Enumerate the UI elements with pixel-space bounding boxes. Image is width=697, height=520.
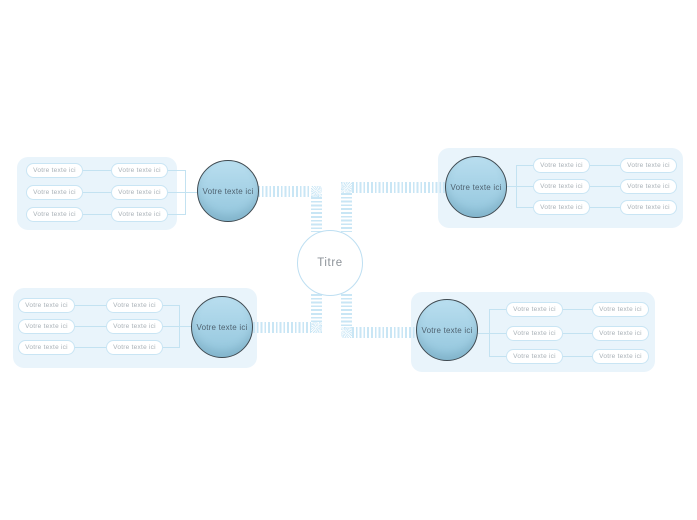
central-topic-node[interactable]: Titre xyxy=(297,230,363,296)
topic-pill[interactable]: Votre texte ici xyxy=(533,158,590,173)
topic-pill[interactable]: Votre texte ici xyxy=(620,179,677,194)
branch-node-bottom-right[interactable]: Votre texte ici xyxy=(416,299,478,361)
topic-pill[interactable]: Votre texte ici xyxy=(533,200,590,215)
ribbon-segment xyxy=(311,197,322,232)
topic-pill[interactable]: Votre texte ici xyxy=(18,319,75,334)
connector-line xyxy=(517,165,533,166)
connector-line xyxy=(75,326,106,327)
topic-pill[interactable]: Votre texte ici xyxy=(620,158,677,173)
topic-pill[interactable]: Votre texte ici xyxy=(26,207,83,222)
topic-pill[interactable]: Votre texte ici xyxy=(18,298,75,313)
ribbon-corner xyxy=(341,182,352,193)
connector-line xyxy=(179,305,180,348)
topic-pill[interactable]: Votre texte ici xyxy=(111,185,168,200)
connector-line xyxy=(489,309,490,357)
connector-line xyxy=(563,333,592,334)
topic-pill[interactable]: Votre texte ici xyxy=(26,185,83,200)
ribbon-segment xyxy=(258,186,311,197)
topic-pill[interactable]: Votre texte ici xyxy=(506,326,563,341)
topic-pill[interactable]: Votre texte ici xyxy=(506,349,563,364)
connector-line xyxy=(83,214,111,215)
ribbon-segment xyxy=(311,294,322,322)
connector-line xyxy=(490,356,506,357)
ribbon-segment xyxy=(341,193,352,232)
connector-line xyxy=(163,347,180,348)
connector-line xyxy=(590,186,620,187)
connector-line xyxy=(168,214,186,215)
ribbon-segment xyxy=(253,322,311,333)
connector-line xyxy=(185,170,186,215)
connector-line xyxy=(163,305,180,306)
branch-node-top-left[interactable]: Votre texte ici xyxy=(197,160,259,222)
branch-node-bottom-left[interactable]: Votre texte ici xyxy=(191,296,253,358)
topic-pill[interactable]: Votre texte ici xyxy=(592,326,649,341)
topic-pill[interactable]: Votre texte ici xyxy=(592,349,649,364)
connector-line xyxy=(590,207,620,208)
topic-pill[interactable]: Votre texte ici xyxy=(620,200,677,215)
ribbon-corner xyxy=(311,186,322,197)
connector-line xyxy=(168,170,186,171)
connector-line xyxy=(75,305,106,306)
connector-line xyxy=(478,333,506,334)
ribbon-corner xyxy=(311,322,322,333)
topic-pill[interactable]: Votre texte ici xyxy=(533,179,590,194)
connector-line xyxy=(168,192,198,193)
topic-pill[interactable]: Votre texte ici xyxy=(26,163,83,178)
topic-pill[interactable]: Votre texte ici xyxy=(506,302,563,317)
topic-pill[interactable]: Votre texte ici xyxy=(111,163,168,178)
connector-line xyxy=(75,347,106,348)
connector-line xyxy=(563,309,592,310)
topic-pill[interactable]: Votre texte ici xyxy=(111,207,168,222)
topic-pill[interactable]: Votre texte ici xyxy=(106,298,163,313)
topic-pill[interactable]: Votre texte ici xyxy=(592,302,649,317)
connector-line xyxy=(516,165,517,208)
ribbon-segment xyxy=(341,294,352,327)
topic-pill[interactable]: Votre texte ici xyxy=(18,340,75,355)
topic-pill[interactable]: Votre texte ici xyxy=(106,340,163,355)
connector-line xyxy=(163,326,193,327)
connector-line xyxy=(490,309,506,310)
connector-line xyxy=(563,356,592,357)
topic-pill[interactable]: Votre texte ici xyxy=(106,319,163,334)
ribbon-corner xyxy=(341,327,352,338)
connector-line xyxy=(83,170,111,171)
connector-line xyxy=(517,207,533,208)
ribbon-segment xyxy=(352,327,417,338)
connector-line xyxy=(507,186,533,187)
connector-line xyxy=(83,192,111,193)
ribbon-segment xyxy=(352,182,445,193)
branch-node-top-right[interactable]: Votre texte ici xyxy=(445,156,507,218)
connector-line xyxy=(590,165,620,166)
